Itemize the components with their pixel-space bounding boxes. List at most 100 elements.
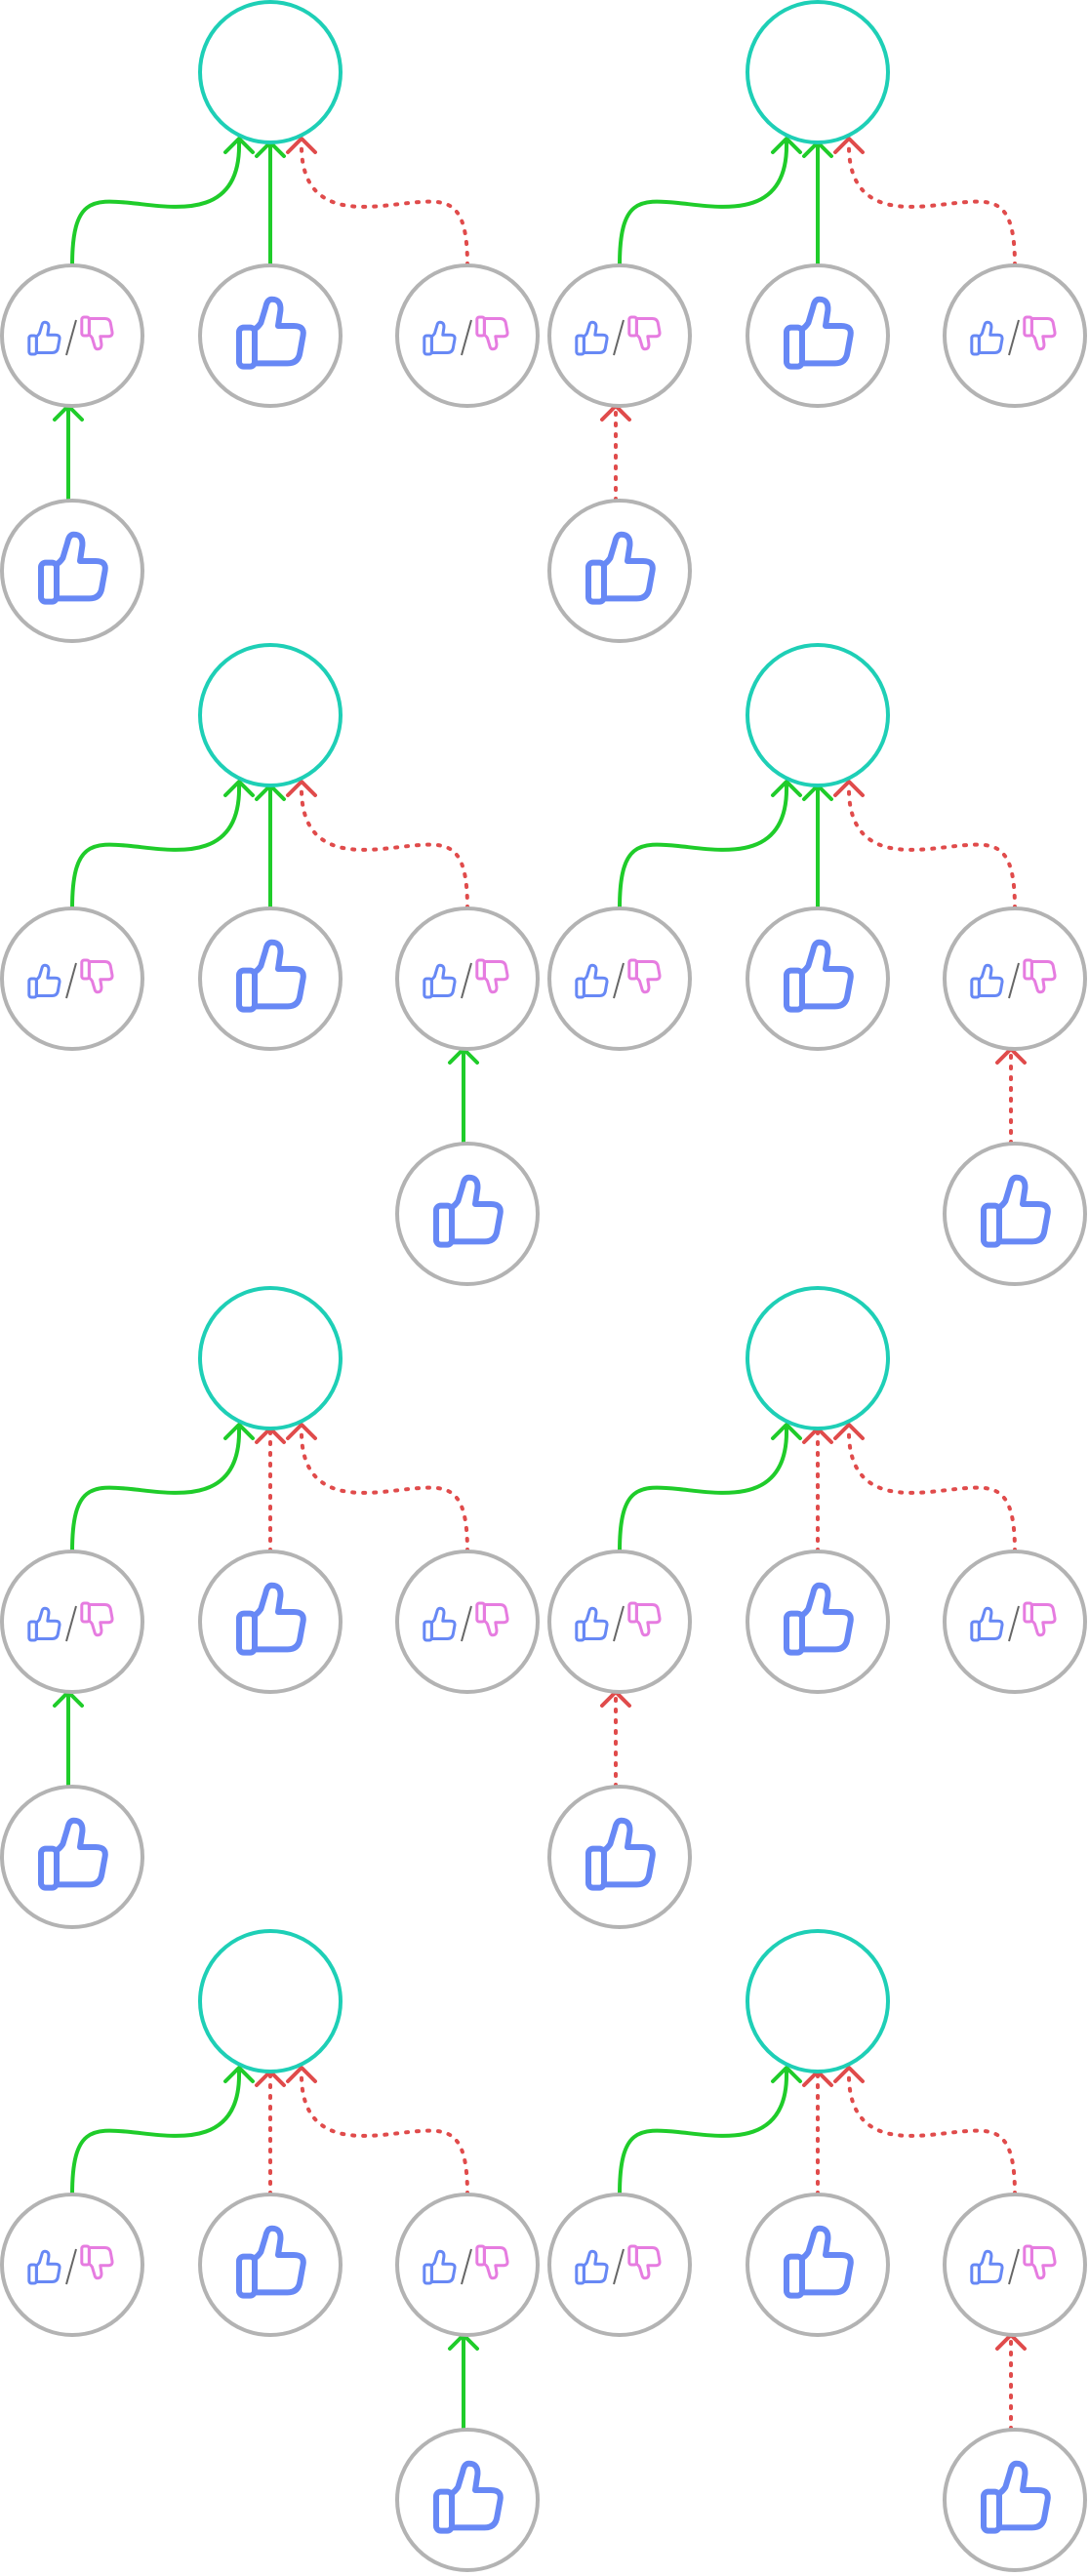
edge-right-to-root <box>286 1423 469 1553</box>
mixed-node <box>0 2193 144 2337</box>
arrow-head <box>833 2066 865 2083</box>
edge-leaf-to-mixed <box>600 404 631 503</box>
arrow-head <box>223 1423 255 1440</box>
edge-leaf-to-mixed <box>995 2333 1027 2432</box>
support-edge-line <box>70 784 242 910</box>
edge-left-to-root <box>70 137 255 267</box>
edge-left-to-root <box>618 2066 802 2196</box>
edge-right-to-root <box>833 1423 1017 1553</box>
edge-leaf-to-mixed <box>53 404 84 503</box>
node-circle <box>547 1785 692 1929</box>
arrow-head <box>833 1423 865 1440</box>
mixed-node <box>395 1550 540 1694</box>
support-edge-line <box>70 1427 242 1553</box>
slash-divider <box>461 962 472 999</box>
node-circle <box>395 1142 540 1286</box>
mixed-node <box>943 263 1087 408</box>
arrow-head <box>286 1423 317 1440</box>
edge-leaf-to-mixed <box>448 2333 479 2432</box>
arrow-head <box>223 2066 255 2083</box>
mixed-node <box>943 1550 1087 1694</box>
slash-divider <box>613 2248 625 2285</box>
edge-right-to-root <box>286 2066 469 2196</box>
mixed-node <box>547 263 692 408</box>
support-node <box>547 499 692 643</box>
edge-middle-to-root <box>255 141 286 267</box>
node-circle <box>746 263 890 408</box>
arrow-head <box>286 780 317 797</box>
edge-right-to-root <box>833 780 1017 910</box>
mixed-node <box>395 263 540 408</box>
attack-edge-line <box>846 1427 1017 1553</box>
edge-leaf-to-mixed <box>995 1047 1027 1146</box>
attack-edge-line <box>299 141 469 267</box>
edge-middle-to-root <box>255 2070 286 2196</box>
support-edge-line <box>70 141 242 267</box>
attack-edge-line <box>299 2070 469 2196</box>
mixed-node <box>943 2193 1087 2337</box>
root-node <box>746 643 890 787</box>
support-node <box>0 1785 144 1929</box>
edge-left-to-root <box>70 780 255 910</box>
attack-edge-line <box>846 2070 1017 2196</box>
edge-left-to-root <box>70 1423 255 1553</box>
arrow-head <box>286 2066 317 2083</box>
edge-middle-to-root <box>802 784 833 910</box>
support-node <box>198 1550 343 1694</box>
root-node <box>746 1286 890 1430</box>
mixed-node <box>547 1550 692 1694</box>
node-circle <box>0 1785 144 1929</box>
mixed-node <box>0 263 144 408</box>
support-edge-line <box>618 141 789 267</box>
edge-right-to-root <box>286 137 469 267</box>
node-circle <box>746 906 890 1051</box>
root-node <box>746 0 890 144</box>
edge-leaf-to-mixed <box>600 1690 631 1789</box>
support-node <box>547 1785 692 1929</box>
support-node <box>746 263 890 408</box>
root-node <box>198 1286 343 1430</box>
arrow-head <box>771 1423 802 1440</box>
root-node <box>198 1929 343 2073</box>
root-node <box>746 1929 890 2073</box>
node-circle <box>943 2428 1087 2572</box>
node-circle <box>547 499 692 643</box>
arrow-head <box>771 780 802 797</box>
slash-divider <box>1008 319 1020 356</box>
node-circle <box>0 499 144 643</box>
mixed-node <box>0 1550 144 1694</box>
edge-leaf-to-mixed <box>448 1047 479 1146</box>
mixed-node <box>0 906 144 1051</box>
arrow-head <box>286 137 317 154</box>
node-circle <box>395 2428 540 2572</box>
node-circle <box>198 2193 343 2337</box>
attack-edge-line <box>846 141 1017 267</box>
node-circle <box>943 1142 1087 1286</box>
mixed-node <box>395 2193 540 2337</box>
mixed-node <box>395 906 540 1051</box>
edge-right-to-root <box>286 780 469 910</box>
support-node <box>943 1142 1087 1286</box>
slash-divider <box>1008 1605 1020 1642</box>
arrow-head <box>771 2066 802 2083</box>
slash-divider <box>65 962 77 999</box>
root-node <box>198 0 343 144</box>
node-circle <box>746 1550 890 1694</box>
node-circle <box>198 906 343 1051</box>
arrow-head <box>223 780 255 797</box>
slash-divider <box>1008 2248 1020 2285</box>
edge-right-to-root <box>833 137 1017 267</box>
edge-middle-to-root <box>802 1427 833 1553</box>
argument-graph <box>0 1929 540 2572</box>
support-node <box>746 906 890 1051</box>
support-node <box>395 1142 540 1286</box>
argument-graph <box>547 643 1087 1286</box>
argument-graph <box>547 0 1087 643</box>
attack-edge-line <box>299 1427 469 1553</box>
edge-middle-to-root <box>802 141 833 267</box>
slash-divider <box>65 1605 77 1642</box>
slash-divider <box>461 319 472 356</box>
support-edge-line <box>70 2070 242 2196</box>
slash-divider <box>461 1605 472 1642</box>
